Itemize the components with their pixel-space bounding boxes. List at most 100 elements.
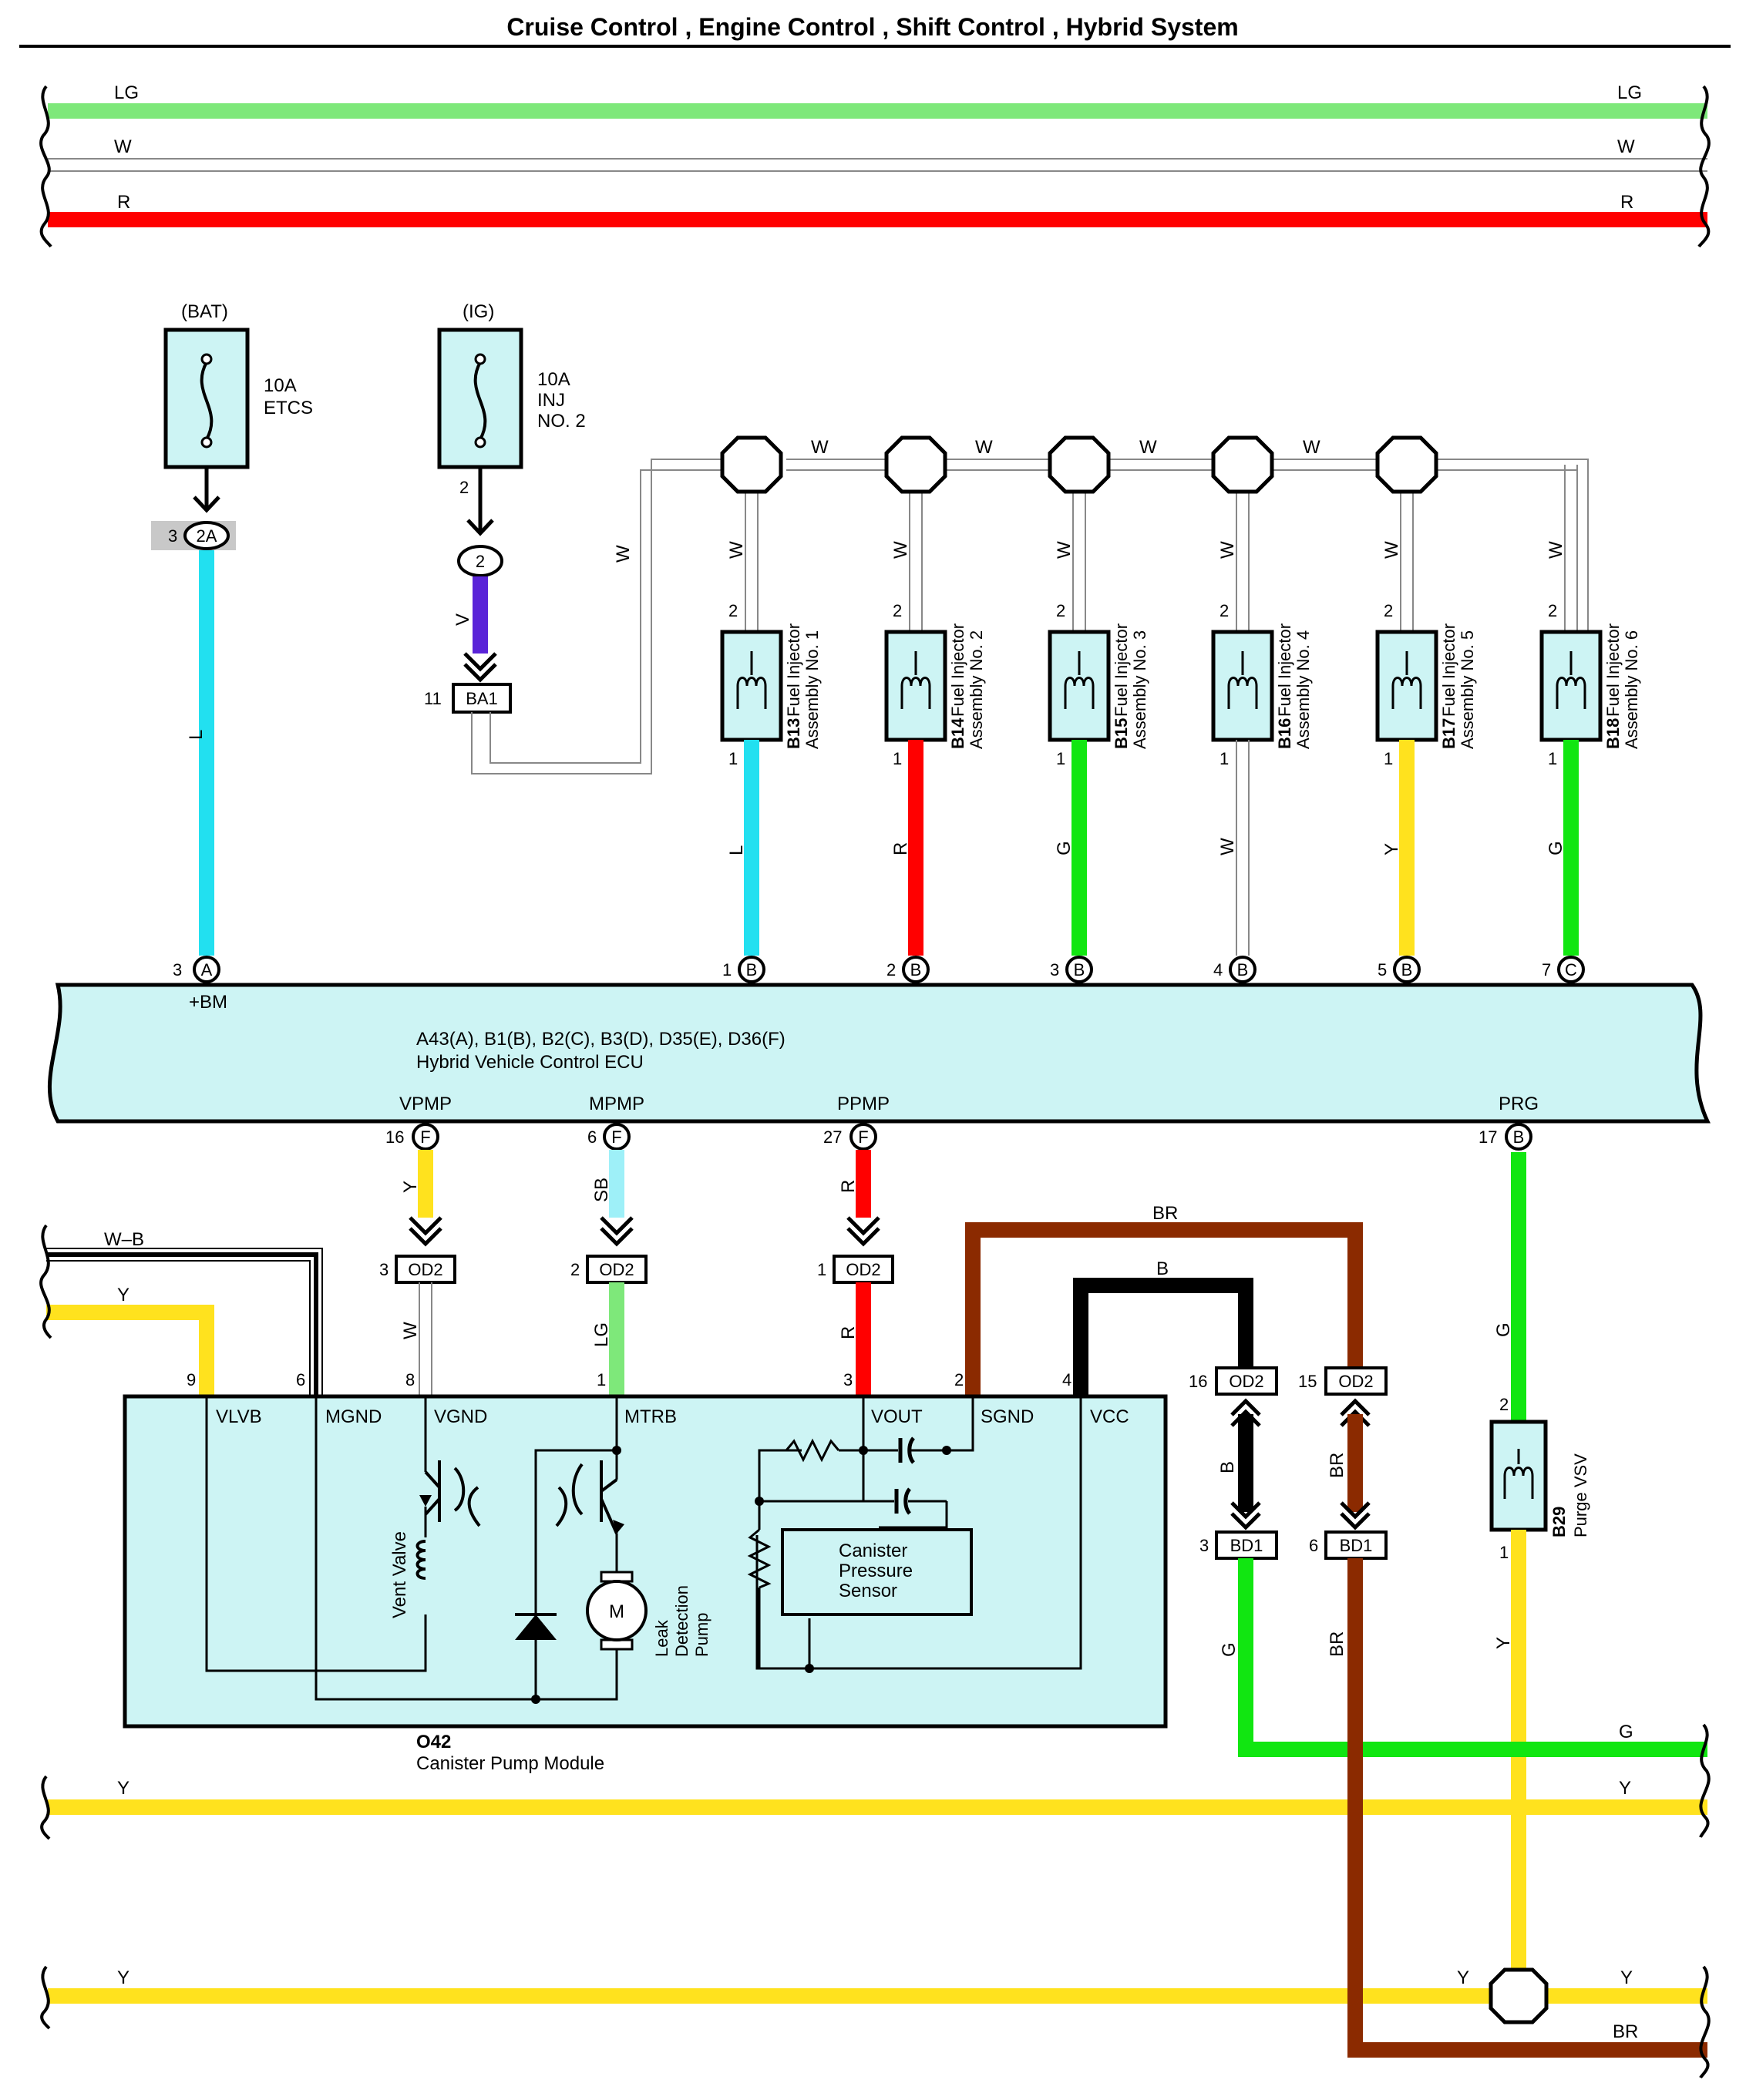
wire-label: B xyxy=(1217,1461,1238,1473)
component-code: B16 xyxy=(1275,718,1294,749)
module-term: VCC xyxy=(1090,1406,1129,1427)
wire-label: Y xyxy=(117,1285,130,1305)
bus-label-right: Y xyxy=(1619,1778,1631,1799)
wire-label: Y xyxy=(400,1181,421,1193)
pin-num: 1 xyxy=(597,1370,606,1389)
module-code: O42 xyxy=(416,1732,451,1752)
connector-id: 2A xyxy=(197,526,217,546)
module-term: SGND xyxy=(981,1406,1034,1427)
pin-num: 2 xyxy=(893,601,902,620)
connector-pin: 3 xyxy=(168,526,177,546)
bus-label-right: W xyxy=(1617,136,1635,157)
pin-num: 2 xyxy=(728,601,738,620)
top-bus-lg: LG LG xyxy=(48,82,1707,119)
wire-label: G xyxy=(1493,1322,1514,1337)
connector-2a: 2A 3 xyxy=(151,521,236,550)
wire-label: LG xyxy=(591,1322,612,1347)
pin-conn: F xyxy=(858,1127,868,1147)
bottom-break-marks xyxy=(40,1723,1711,2079)
pin-num: 2 xyxy=(1220,601,1229,620)
injector-body xyxy=(1048,630,1111,742)
component-code: B13 xyxy=(784,718,803,749)
pin-num: 17 xyxy=(1479,1127,1497,1147)
bus-label-left: Y xyxy=(117,1778,130,1799)
coil-icon xyxy=(1556,677,1586,687)
module-term: MGND xyxy=(325,1406,382,1427)
ecu-pin xyxy=(1065,956,1093,983)
pin-num: 3 xyxy=(1050,960,1059,979)
ecu-pin xyxy=(1557,956,1585,983)
connector-id: BD1 xyxy=(1340,1536,1373,1555)
component-code: B14 xyxy=(948,717,967,749)
splice-node xyxy=(720,435,783,494)
sensor-label: Pressure xyxy=(839,1561,913,1581)
pin-num: 1 xyxy=(722,960,732,979)
sgnd-vcc-wiring: BR B OD2 16 B BD1 3 OD2 15 BR BD1 6 G BR xyxy=(965,1203,1707,2058)
bottom-bus-y2: Y Y Y xyxy=(48,1967,1707,2004)
fuse-rating: 10A xyxy=(537,369,570,390)
wire-label: L xyxy=(186,730,207,740)
component-name-2: Assembly No. 5 xyxy=(1458,630,1477,749)
top-bus-w: W W xyxy=(48,136,1707,172)
wire-label: Y xyxy=(1381,843,1402,855)
sensor-label: Sensor xyxy=(839,1581,897,1601)
pin-num: 1 xyxy=(893,749,902,768)
bus-label-right: BR xyxy=(1613,2021,1638,2042)
pin-num: 8 xyxy=(405,1370,415,1389)
bottom-bus-br-label: BR xyxy=(1613,2021,1638,2042)
splice-node xyxy=(1048,435,1111,494)
diagram-title: Cruise Control , Engine Control , Shift … xyxy=(506,13,1238,41)
pin-num: 2 xyxy=(954,1370,964,1389)
pin-num: 4 xyxy=(1213,960,1223,979)
purge-vsv-circuit: G 2 B29 Purge VSV 1 Y xyxy=(1489,1152,1590,1996)
pin-conn: B xyxy=(1401,960,1413,979)
pin-num: 5 xyxy=(1378,960,1387,979)
pin-num: 6 xyxy=(587,1127,597,1147)
connector-pin: 2 xyxy=(570,1260,580,1279)
splice-node xyxy=(1211,435,1274,494)
bus-label-right: LG xyxy=(1617,82,1642,103)
fuse-rating: 10A xyxy=(264,375,297,396)
component-code: B15 xyxy=(1112,718,1131,749)
bus-label-left: W xyxy=(114,136,132,157)
connector-pin: 11 xyxy=(424,689,442,708)
vent-valve-label: Vent Valve xyxy=(389,1531,410,1618)
splice-y xyxy=(1489,1967,1549,2024)
ecu-pin xyxy=(902,956,930,983)
pin-num: 7 xyxy=(1542,960,1551,979)
component-code: B29 xyxy=(1549,1507,1569,1537)
connector-od2 xyxy=(395,1255,456,1284)
ecu-connector-list: A43(A), B1(B), B2(C), B3(D), D35(E), D36… xyxy=(416,1029,786,1050)
connector-id: OD2 xyxy=(599,1260,634,1279)
component-name-2: Assembly No. 4 xyxy=(1294,630,1313,749)
injector-body xyxy=(1211,630,1274,742)
pin-num: 2 xyxy=(1056,601,1065,620)
ecu-pin xyxy=(849,1123,877,1151)
wire-label: BR xyxy=(1152,1203,1178,1224)
component-code: B17 xyxy=(1439,718,1458,749)
fuse-name: ETCS xyxy=(264,398,313,418)
injector-body xyxy=(720,630,783,742)
ecu-body: A43(A), B1(B), B2(C), B3(D), D35(E), D36… xyxy=(47,983,1711,1124)
connector-id: OD2 xyxy=(846,1260,880,1279)
fuse-name-2: NO. 2 xyxy=(537,411,586,432)
pump-label: Leak xyxy=(652,1619,671,1657)
wire-label: W xyxy=(811,437,829,458)
ecu-pin xyxy=(1393,956,1421,983)
wire-label: W xyxy=(400,1322,421,1339)
wire-label: W xyxy=(1217,541,1238,559)
injector-body xyxy=(1375,630,1438,742)
ecu-pin xyxy=(1229,956,1257,983)
left-wire-break-mark xyxy=(39,1224,52,1339)
wire-label: SB xyxy=(591,1178,612,1202)
pin-conn: A xyxy=(201,960,213,979)
wire-label: W xyxy=(1303,437,1320,458)
bus-label-left: R xyxy=(117,192,130,213)
module-term: MTRB xyxy=(624,1406,677,1427)
connector-id: OD2 xyxy=(1338,1372,1373,1391)
wire-label: W xyxy=(1546,541,1566,559)
ecu-pin xyxy=(603,1123,631,1151)
wire-label: G xyxy=(1546,841,1566,855)
